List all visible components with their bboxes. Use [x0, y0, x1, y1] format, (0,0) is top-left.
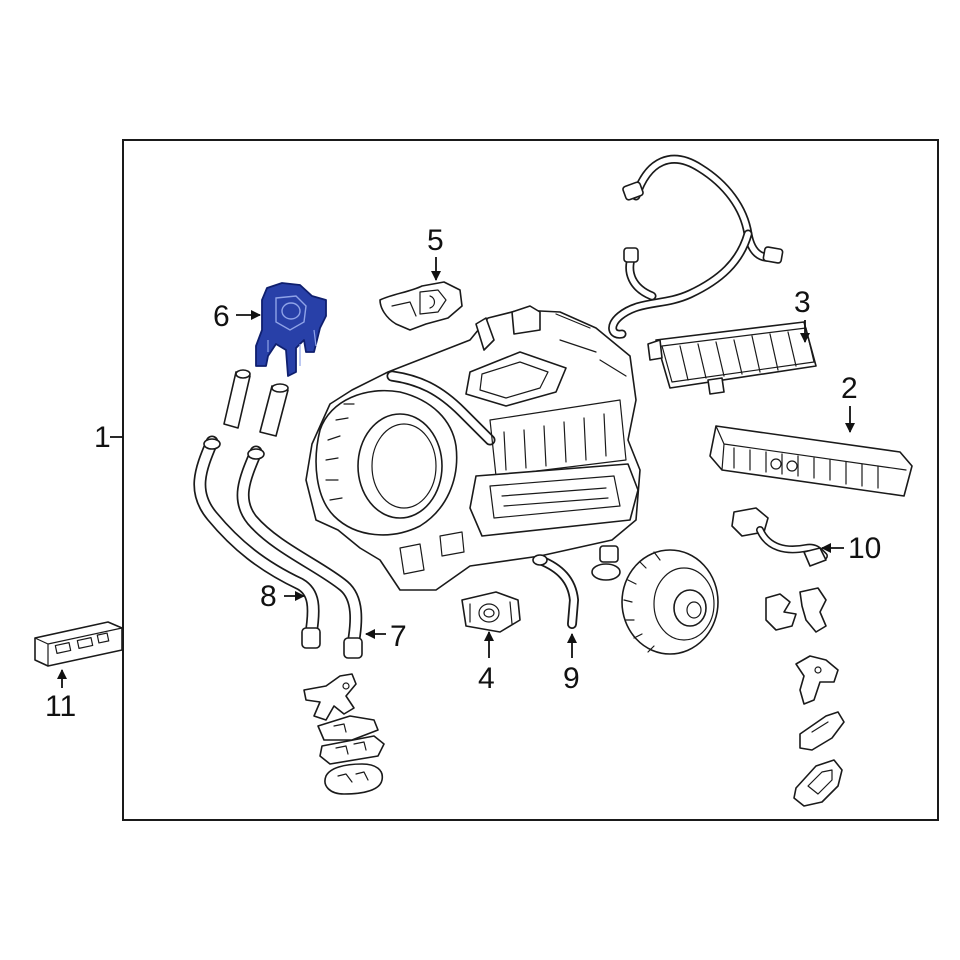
callout-1-label: 1 [94, 421, 111, 454]
clip-bracket-d [324, 763, 384, 795]
callout-3[interactable]: 3 [794, 286, 811, 343]
callout-1[interactable]: 1 [94, 421, 123, 454]
blower-fan [621, 549, 719, 655]
part-10-sensor[interactable] [731, 507, 828, 567]
callout-6-label: 6 [213, 300, 230, 333]
callout-11-label: 11 [45, 690, 76, 723]
callout-4-label: 4 [478, 662, 495, 695]
wire-harness [608, 154, 784, 339]
callout-11[interactable]: 11 [45, 669, 76, 723]
clip-bracket-g [799, 711, 845, 751]
callout-7[interactable]: 7 [365, 620, 407, 653]
part-2-evaporator[interactable] [709, 425, 913, 497]
clip-bracket-e [765, 587, 827, 633]
callout-6[interactable]: 6 [213, 300, 261, 333]
part-4-resistor[interactable] [461, 591, 521, 633]
clip-bracket-h [793, 759, 843, 807]
part-8-pipe[interactable] [193, 435, 321, 649]
callout-8[interactable]: 8 [260, 580, 305, 613]
callout-8-label: 8 [260, 580, 277, 613]
callout-4[interactable]: 4 [478, 631, 495, 695]
hvac-housing [305, 305, 641, 591]
clip-bracket-c [319, 735, 385, 765]
clip-bracket-f [795, 655, 839, 705]
hose-sleeve-right [259, 383, 289, 437]
assembly-frame [122, 139, 939, 821]
callout-9[interactable]: 9 [563, 633, 580, 695]
callout-2-label: 2 [841, 372, 858, 405]
callout-2[interactable]: 2 [841, 372, 858, 433]
part-9-drain-hose[interactable] [532, 554, 580, 629]
part-7-pipe[interactable] [236, 445, 363, 659]
part-5-actuator[interactable] [379, 281, 463, 331]
clip-bracket-a [303, 673, 357, 721]
callout-5[interactable]: 5 [427, 224, 444, 281]
callout-7-label: 7 [390, 620, 407, 653]
hose-sleeve-left [223, 369, 251, 429]
callout-10-label: 10 [848, 532, 881, 565]
part-3-heater-core[interactable] [647, 321, 817, 395]
callout-5-label: 5 [427, 224, 444, 257]
callout-3-label: 3 [794, 286, 811, 319]
callout-10[interactable]: 10 [821, 532, 881, 565]
callout-9-label: 9 [563, 662, 580, 695]
part-6-valve[interactable] [255, 282, 327, 377]
clip-bracket-b [317, 715, 379, 741]
part-11-bracket[interactable] [34, 621, 123, 667]
